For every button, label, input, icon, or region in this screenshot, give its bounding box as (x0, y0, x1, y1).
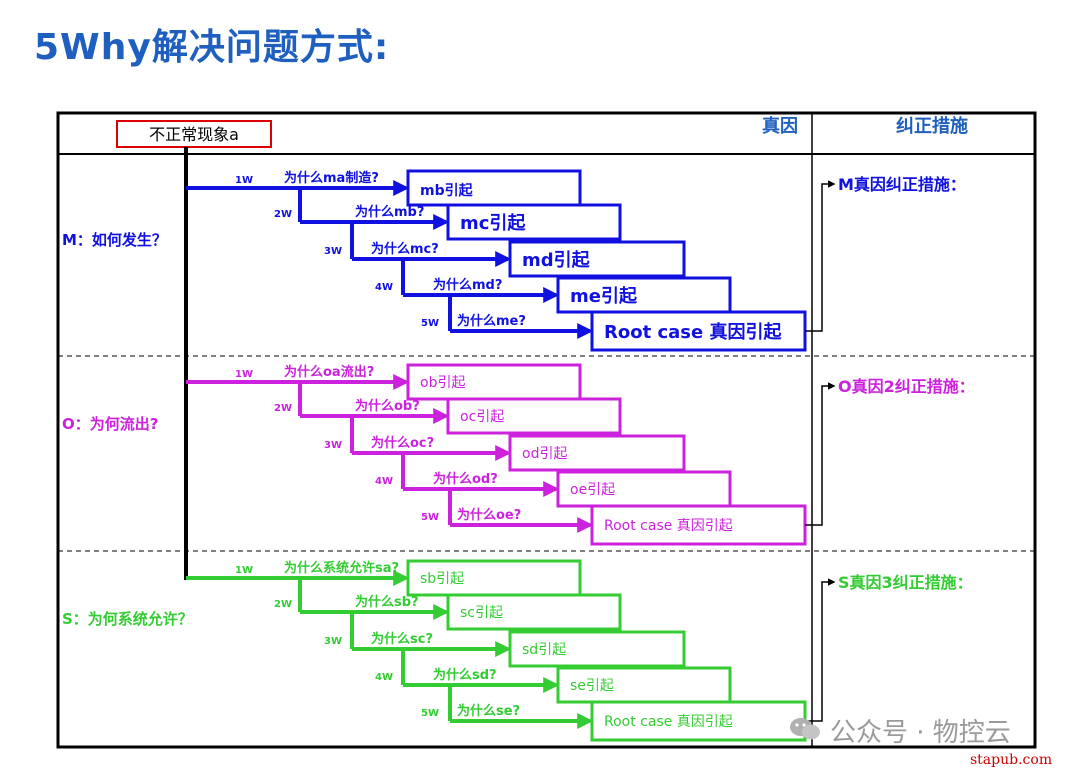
cause-text-m-2: mc引起 (460, 212, 526, 234)
cause-box-o-4 (556, 470, 732, 508)
why-level-m-2: 2W (274, 209, 292, 220)
why-level-s-2: 2W (274, 599, 292, 610)
wechat-icon (790, 718, 820, 740)
cause-text-o-4: oe引起 (570, 482, 615, 498)
column-header-root: 真因 (762, 115, 798, 137)
why-question-s-2: 为什么sb? (355, 594, 419, 610)
action-connector-s (805, 578, 836, 722)
section-s: S：为何系统允许？ 1W 为什么系统允许sa? sb引起 2W 为什么sb? sc引起 3W 为… (62, 559, 973, 742)
why-question-s-1: 为什么系统允许sa? (284, 560, 399, 576)
site-credit: stapub.com (970, 752, 1053, 768)
cause-box-s-1 (406, 559, 582, 597)
why-question-m-3: 为什么mc? (371, 241, 439, 257)
why-level-m-5: 5W (421, 318, 439, 329)
cause-text-s-5: Root case 真因引起 (604, 714, 733, 730)
cause-text-o-2: oc引起 (460, 409, 504, 425)
why-level-s-4: 4W (375, 672, 393, 683)
why-level-m-1: 1W (235, 175, 253, 186)
cause-text-m-1: mb引起 (420, 182, 474, 199)
action-connector-o (805, 382, 836, 526)
why-question-o-2: 为什么ob? (355, 398, 420, 414)
cause-text-s-2: sc引起 (460, 605, 503, 621)
cause-text-o-5: Root case 真因引起 (604, 518, 733, 534)
cause-text-o-3: od引起 (522, 446, 567, 462)
cause-text-s-3: sd引起 (522, 642, 566, 658)
why-level-o-2: 2W (274, 403, 292, 414)
start-box (116, 120, 272, 148)
action-label-o: O真因2纠正措施： (838, 377, 975, 396)
cause-box-m-3 (508, 240, 686, 278)
why-level-s-3: 3W (324, 636, 342, 647)
action-connector-m (805, 180, 836, 332)
cause-text-m-3: md引起 (522, 249, 591, 271)
why-level-s-5: 5W (421, 708, 439, 719)
section-label-s: S：为何系统允许？ (62, 610, 193, 628)
cause-text-m-4: me引起 (570, 285, 638, 307)
cause-box-m-4 (556, 276, 732, 314)
section-m: M：如何发生？ 1W 为什么ma制造? mb引起 2W 为什么mb? mc引起 3W 为什么mc… (62, 169, 966, 352)
action-label-s: S真因3纠正措施： (838, 573, 973, 592)
section-label-m: M：如何发生？ (62, 231, 167, 249)
cause-text-s-1: sb引起 (420, 571, 464, 587)
why-question-s-5: 为什么se? (457, 703, 520, 719)
section-label-o: O：为何流出? (62, 415, 158, 433)
section-o: O：为何流出? 1W 为什么oa流出? ob引起 2W 为什么ob? oc引起 3W 为什么oc… (62, 363, 975, 546)
why-question-s-4: 为什么sd? (433, 667, 497, 683)
cause-text-m-5: Root case 真因引起 (604, 321, 782, 343)
why-question-o-5: 为什么oe? (457, 507, 521, 523)
why-question-m-2: 为什么mb? (355, 204, 424, 220)
action-label-m: M真因纠正措施： (838, 175, 966, 194)
why-level-o-3: 3W (324, 440, 342, 451)
why-question-o-3: 为什么oc? (371, 435, 434, 451)
why-level-s-1: 1W (235, 565, 253, 576)
why-level-m-4: 4W (375, 282, 393, 293)
why-question-o-4: 为什么od? (433, 471, 498, 487)
cause-text-s-4: se引起 (570, 678, 614, 694)
why-question-m-1: 为什么ma制造? (284, 170, 379, 186)
cause-box-s-5 (590, 700, 807, 742)
why-level-m-3: 3W (324, 246, 342, 257)
start-box-label: 不正常现象a (149, 125, 239, 144)
why-level-o-5: 5W (421, 512, 439, 523)
diagram-frame (56, 111, 1037, 749)
sections-layer: M：如何发生？ 1W 为什么ma制造? mb引起 2W 为什么mb? mc引起 3W 为什么mc… (62, 169, 975, 742)
why-question-s-3: 为什么sc? (371, 631, 433, 647)
why-level-o-1: 1W (235, 369, 253, 380)
cause-box-m-1 (406, 169, 582, 207)
watermark: 公众号 · 物控云 (830, 718, 1011, 748)
cause-text-o-1: ob引起 (420, 375, 465, 391)
why-question-o-1: 为什么oa流出? (284, 364, 374, 380)
why-question-m-4: 为什么md? (433, 277, 502, 293)
why-question-m-5: 为什么me? (457, 313, 526, 329)
why-level-o-4: 4W (375, 476, 393, 487)
column-header-action: 纠正措施 (896, 115, 968, 137)
page-title: 5Why解决问题方式: (34, 27, 390, 68)
cause-box-s-3 (508, 630, 686, 668)
